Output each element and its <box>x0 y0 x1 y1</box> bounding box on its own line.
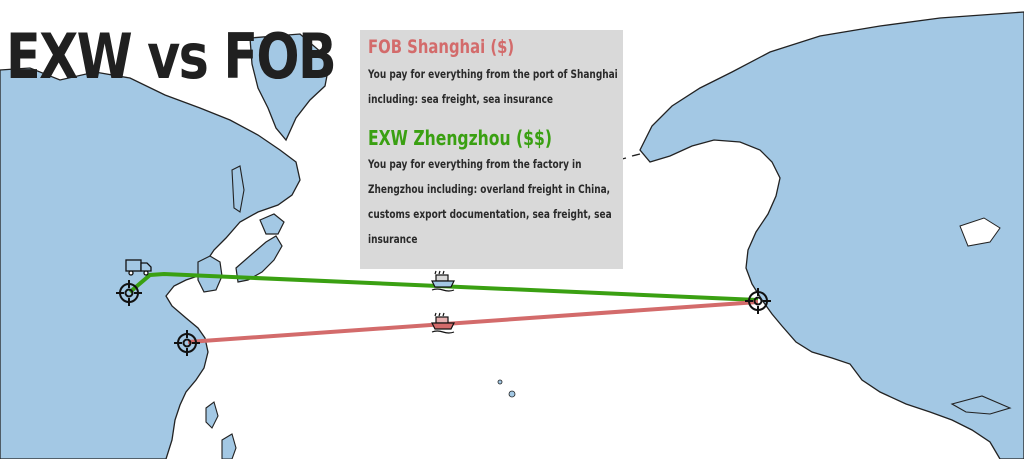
exw-desc-line: customs export documentation, sea freigh… <box>368 207 612 221</box>
landmass-north-america <box>639 11 1024 459</box>
ship-icon <box>431 270 455 292</box>
landmass-cuba <box>950 395 1012 415</box>
great-lakes <box>959 217 1001 247</box>
target-icon <box>174 330 200 356</box>
target-icon <box>745 288 771 314</box>
fob-route <box>187 300 759 344</box>
exw-desc-line: You pay for everything from the factory … <box>368 157 582 171</box>
hawaii-island <box>497 379 503 385</box>
exw-desc-line: insurance <box>368 232 418 246</box>
target-icon <box>116 280 142 306</box>
landmass-kamchatka <box>249 33 331 142</box>
fob-heading: FOB Shanghai ($) <box>368 36 515 58</box>
landmass-philippines <box>221 433 237 459</box>
landmass-korea <box>197 255 223 293</box>
page-title: EXW vs FOB <box>6 20 337 93</box>
landmass-japan-honshu <box>235 235 283 283</box>
ship-icon <box>431 312 455 334</box>
fob-desc-line: You pay for everything from the port of … <box>368 67 618 81</box>
truck-icon <box>125 259 152 276</box>
info-panel: FOB Shanghai ($) You pay for everything … <box>360 30 623 269</box>
hawaii-island <box>508 390 516 398</box>
fob-desc-line: including: sea freight, sea insurance <box>368 92 554 106</box>
landmass-taiwan <box>205 401 219 429</box>
landmass-japan-hokkaido <box>259 213 285 235</box>
exw-desc-line: Zhengzhou including: overland freight in… <box>368 182 611 196</box>
landmass-sakhalin <box>231 165 245 213</box>
exw-route <box>128 271 759 302</box>
exw-heading: EXW Zhengzhou ($$) <box>368 126 553 150</box>
